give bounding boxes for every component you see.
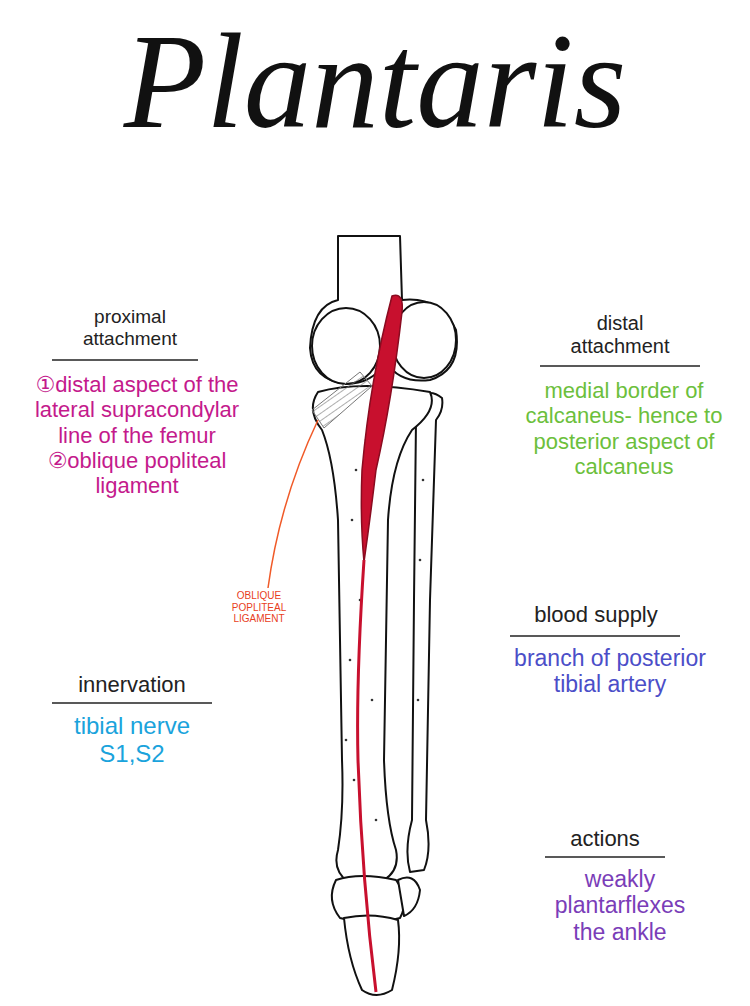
section-heading: distal attachment — [545, 312, 695, 358]
section-heading: innervation — [52, 672, 212, 697]
section-heading: blood supply — [508, 602, 684, 627]
leader-line — [268, 420, 318, 588]
section-heading: proximal attachment — [55, 306, 205, 350]
plantaris-muscle — [361, 295, 402, 562]
plantaris-tendon — [358, 560, 376, 992]
fibula — [407, 393, 442, 872]
medial-condyle — [312, 308, 380, 384]
heading-underline — [52, 359, 198, 361]
attachment-text: medial border of calcaneus- hence to pos… — [508, 378, 740, 479]
actions-text: weakly plantarflexes the ankle — [540, 866, 700, 945]
title: Plantaris — [0, 8, 750, 157]
heading-underline — [52, 702, 212, 704]
innervation-text: tibial nerve S1,S2 — [52, 712, 212, 767]
callout-label: OBLIQUE POPLITEAL LIGAMENT — [218, 590, 300, 625]
section-heading: actions — [545, 826, 665, 851]
oblique-popliteal-ligament — [312, 372, 372, 428]
heading-underline — [545, 856, 665, 858]
heading-underline — [540, 365, 700, 367]
heading-underline — [510, 635, 680, 637]
blood-supply-text: branch of posterior tibial artery — [512, 645, 708, 698]
tarsal — [398, 878, 420, 916]
attachment-text: ①distal aspect of the lateral supracondy… — [24, 372, 250, 498]
